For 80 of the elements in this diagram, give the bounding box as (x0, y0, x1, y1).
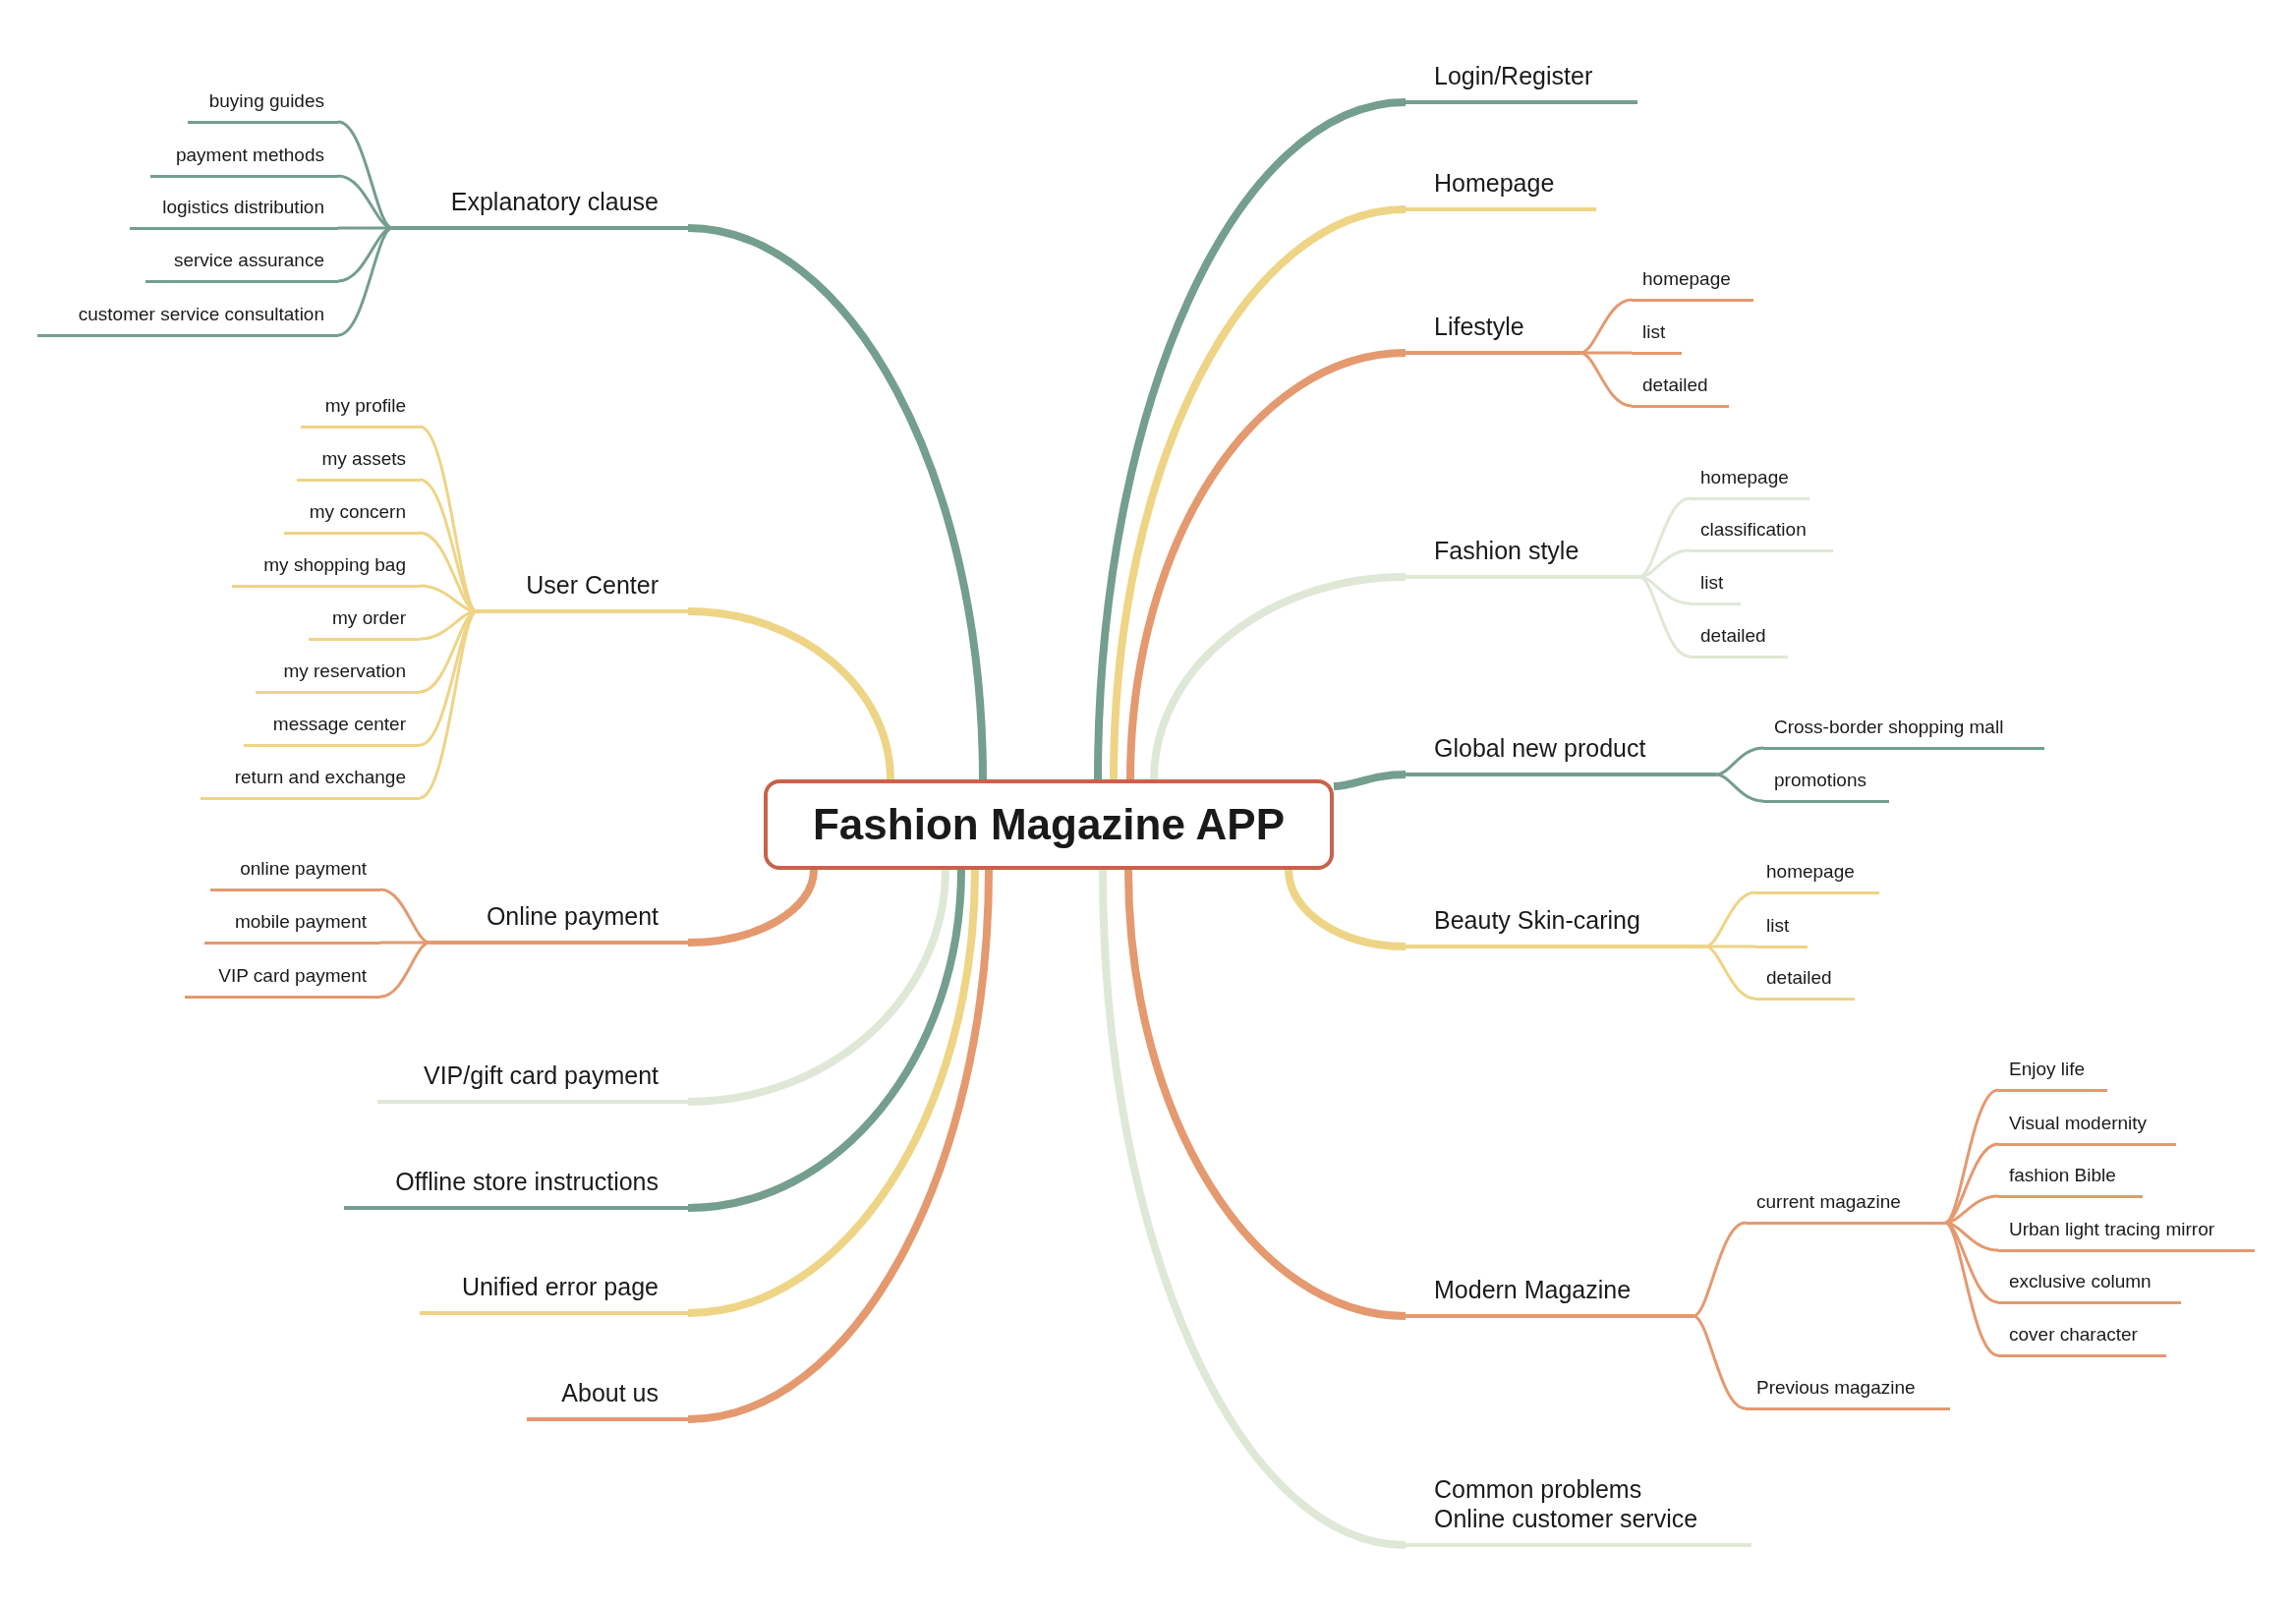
subtopic-label: my reservation (283, 660, 406, 683)
subtopic-label: list (1700, 571, 1724, 595)
main-branch-line (687, 869, 949, 1106)
subtopic-label: return and exchange (234, 766, 406, 789)
branch-line (1693, 1221, 1747, 1318)
topic-label: About us (561, 1378, 659, 1407)
main-branch-line (1110, 205, 1406, 780)
main-branch-line (1099, 869, 1406, 1549)
subtopic-label: Cross-border shopping mall (1774, 716, 2004, 739)
topic-label: Homepage (1434, 168, 1555, 198)
subtopic-label: my order (332, 606, 406, 630)
branch-line (1715, 773, 1764, 803)
subtopic-label: list (1766, 914, 1790, 938)
main-branch-line (687, 869, 979, 1317)
main-branch-line (1094, 98, 1406, 780)
subtopic-label: my profile (324, 394, 406, 418)
branch-line (337, 226, 393, 337)
branch-line (379, 888, 430, 945)
subtopic-label: buying guides (208, 89, 324, 113)
subtopic-label: VIP card payment (218, 964, 367, 988)
subtopic-label: detailed (1766, 966, 1832, 990)
branch-line (1579, 351, 1633, 408)
subtopic-label: my assets (321, 447, 406, 471)
main-branch-line (1126, 349, 1406, 780)
topic-label: Beauty Skin-caring (1434, 905, 1640, 935)
main-branch-line (1285, 869, 1406, 950)
subtopic-label: homepage (1766, 860, 1855, 884)
subtopic-label: mobile payment (234, 910, 367, 934)
main-branch-line (1333, 771, 1406, 790)
subtopic-label: Previous magazine (1756, 1376, 1916, 1400)
topic-label: Global new product (1434, 733, 1646, 763)
subtopic-label: classification (1700, 518, 1807, 542)
branch-line (337, 174, 393, 230)
subtopic-label: promotions (1774, 769, 1866, 792)
subtopic-label: exclusive column (2009, 1270, 2152, 1293)
topic-label: VIP/gift card payment (424, 1061, 659, 1090)
main-branch-line (1124, 869, 1406, 1320)
subtopic-label: Enjoy life (2009, 1058, 2086, 1081)
subtopic-label: Visual modernity (2009, 1112, 2148, 1135)
subtopic-label: payment methods (175, 143, 324, 167)
subtopic-label: cover character (2009, 1323, 2138, 1347)
subtopic-label: list (1642, 320, 1666, 344)
topic-label: Online payment (486, 901, 659, 931)
topic-label: Lifestyle (1434, 312, 1524, 341)
main-branch-line (687, 869, 818, 946)
subtopic-label: message center (272, 713, 406, 736)
subtopic-label: logistics distribution (162, 196, 324, 219)
subtopic-label: service assurance (173, 249, 324, 272)
subtopic-label: detailed (1642, 373, 1708, 397)
subtopic-label: my shopping bag (263, 553, 406, 577)
topic-label: Common problems Online customer service (1434, 1474, 1699, 1533)
topic-label: Offline store instructions (395, 1167, 659, 1196)
subtopic-label: fashion Bible (2009, 1164, 2116, 1187)
main-branch-line (687, 607, 894, 780)
central-topic-box (764, 779, 1334, 870)
main-branch-line (687, 869, 965, 1212)
topic-label: Unified error page (461, 1272, 659, 1301)
subtopic-label: customer service consultation (78, 303, 324, 326)
topic-label: User Center (526, 570, 659, 600)
topic-label: Explanatory clause (450, 187, 659, 216)
topic-label: Fashion style (1434, 536, 1579, 565)
branch-line (379, 941, 430, 999)
subtopic-label: homepage (1700, 466, 1789, 489)
main-branch-line (687, 869, 993, 1423)
central-topic-label: Fashion Magazine APP (813, 798, 1285, 850)
main-branch-line (687, 224, 987, 780)
branch-line (1704, 945, 1756, 1001)
subtopic-label: Urban light tracing mirror (2009, 1218, 2215, 1241)
subtopic-label: homepage (1642, 267, 1731, 291)
branch-line (1704, 890, 1756, 948)
topic-label: Modern Magazine (1434, 1275, 1632, 1304)
subtopic-label: online payment (240, 857, 367, 881)
subtopic-label: current magazine (1756, 1190, 1901, 1214)
branch-line (1693, 1314, 1747, 1410)
branch-line (1715, 746, 1764, 776)
branch-line (1579, 298, 1633, 355)
subtopic-label: detailed (1700, 624, 1766, 648)
main-branch-line (1150, 573, 1406, 780)
topic-label: Login/Register (1434, 61, 1593, 90)
subtopic-label: my concern (309, 500, 406, 524)
